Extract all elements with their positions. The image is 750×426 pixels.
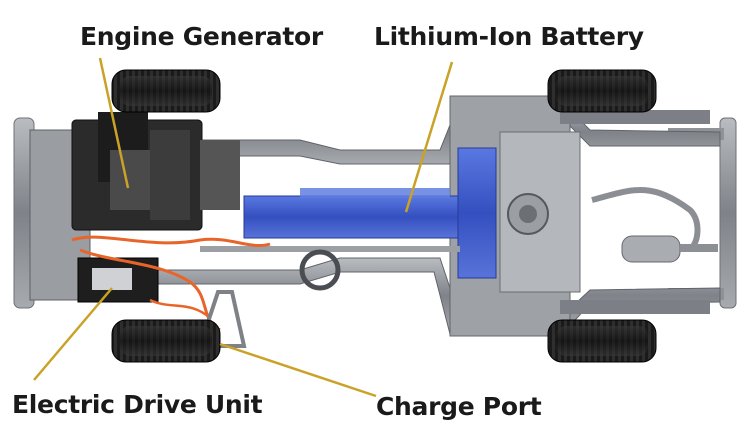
engine-generator-label: Engine Generator	[80, 22, 323, 51]
engine-generator	[71, 112, 240, 231]
lithium-ion-battery-label: Lithium-Ion Battery	[374, 22, 644, 51]
rear-suspension	[507, 110, 710, 314]
tire-rear-left	[547, 69, 657, 113]
leader-line-engine-generator	[98, 57, 130, 189]
exhaust-pipe	[200, 246, 460, 291]
leader-line-charge-port	[219, 342, 377, 398]
leader-line-electric-drive-unit	[33, 287, 113, 381]
electric-drive-unit	[71, 235, 271, 332]
electric-drive-unit-label: Electric Drive Unit	[12, 390, 263, 419]
leader-line-lithium-ion-battery	[404, 61, 454, 213]
tire-front-right	[111, 319, 221, 363]
tire-rear-right	[547, 319, 657, 363]
tire-front-left	[111, 69, 221, 113]
muffler	[621, 235, 718, 263]
lithium-ion-battery	[243, 147, 497, 279]
charge-port-label: Charge Port	[376, 392, 542, 421]
